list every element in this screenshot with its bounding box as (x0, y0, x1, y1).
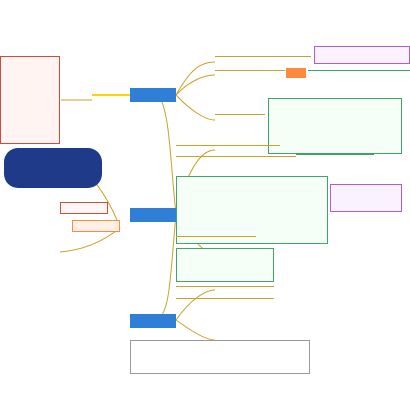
top-line-1 (215, 70, 285, 71)
mid-note-top (176, 156, 296, 157)
mid-right-rows (274, 244, 410, 272)
bottom-caption (130, 340, 310, 374)
mid-note-right (296, 154, 374, 155)
mid-side-purple (330, 184, 402, 212)
left-paragraph (0, 238, 120, 410)
top-header-line (215, 56, 311, 57)
mid-header-line (176, 145, 280, 146)
mid-panel (176, 176, 328, 244)
left-orange-node (72, 220, 120, 232)
left-red-label (60, 202, 108, 214)
top-detail-box (268, 98, 402, 154)
top-line-2 (215, 114, 265, 115)
branch-mid (130, 208, 176, 222)
top-purple-note (314, 46, 410, 64)
top-right-line-1 (308, 70, 410, 71)
left-center-node (4, 148, 102, 188)
mid-note-right-tail (356, 148, 410, 172)
left-yellow-tag (92, 94, 144, 96)
branch-bottom (130, 314, 176, 328)
branch-top (130, 88, 176, 102)
mid-line-after (176, 236, 256, 237)
mid-line-after-3 (176, 298, 274, 299)
mid-green-block (176, 248, 274, 282)
left-red-list (0, 56, 60, 144)
bottom-lines (176, 296, 296, 336)
mid-line-after-2 (176, 286, 274, 287)
top-orange-tag (286, 68, 306, 78)
